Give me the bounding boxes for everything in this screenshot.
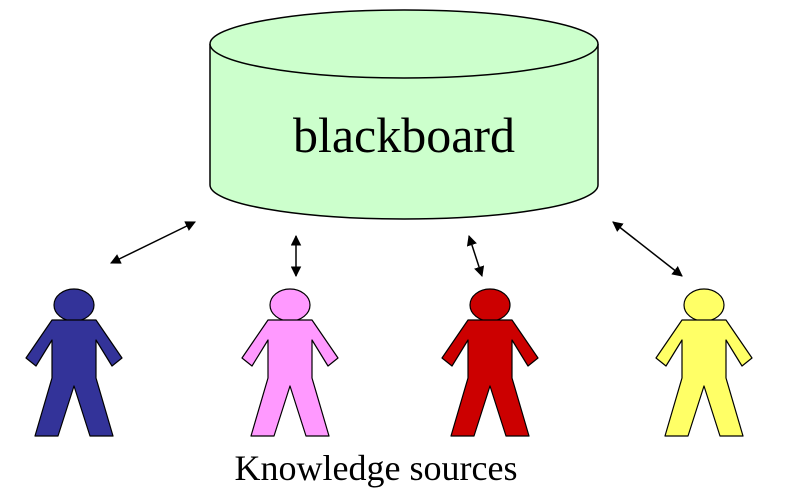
arrow-1 (110, 221, 196, 264)
knowledge-sources (25, 288, 753, 437)
person-icon (25, 288, 123, 437)
person-icon (655, 288, 753, 437)
cylinder-body (209, 44, 599, 220)
person-icon (441, 288, 539, 437)
caption: Knowledge sources (235, 448, 518, 488)
blackboard-cylinder: blackboard (209, 9, 599, 220)
cylinder-top (209, 9, 599, 79)
blackboard-label: blackboard (293, 107, 515, 163)
arrow-4 (612, 221, 683, 277)
person-icon (241, 288, 339, 437)
arrow-3 (466, 235, 485, 277)
arrows (110, 221, 683, 278)
